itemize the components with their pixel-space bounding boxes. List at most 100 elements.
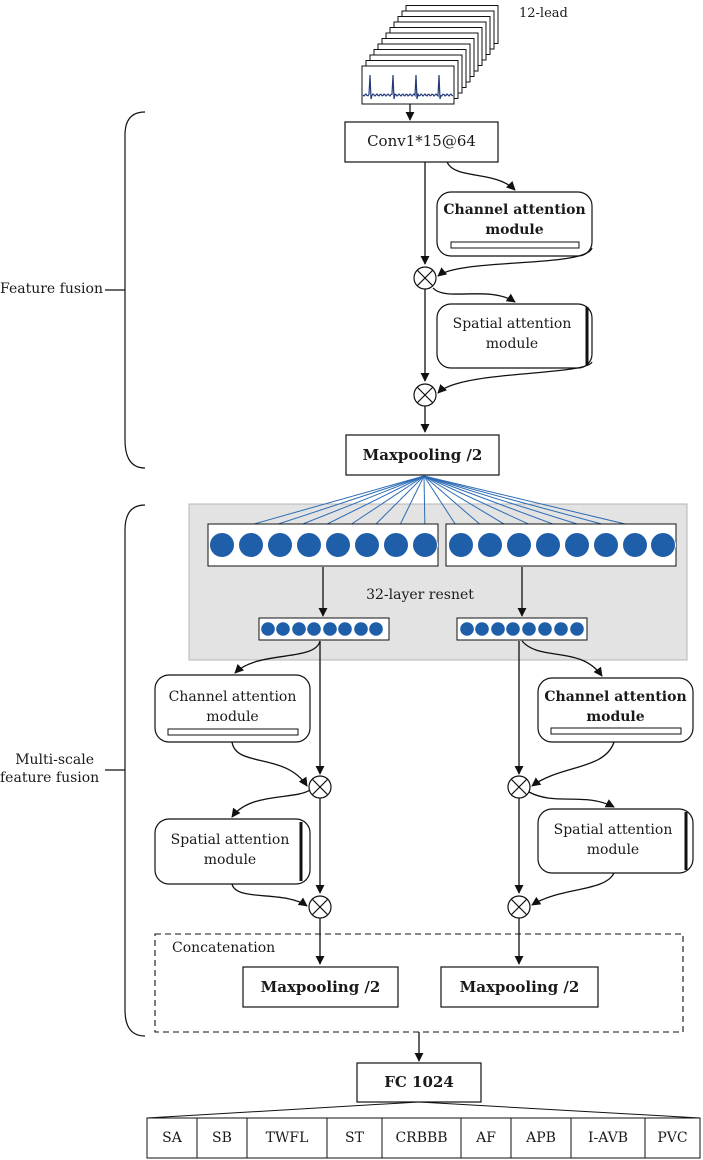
resnet-node xyxy=(593,532,619,558)
multi-scale-label-line2: feature fusion xyxy=(0,770,100,786)
resnet-small-node xyxy=(522,622,536,636)
class-label: SA xyxy=(162,1130,182,1146)
ecg-12-lead-stack xyxy=(361,5,499,105)
arrow-left-multiply-to-spatial xyxy=(231,789,311,818)
fc-label: FC 1024 xyxy=(384,1073,454,1091)
channel-attention-bar xyxy=(450,241,580,249)
right-maxpool-label: Maxpooling /2 xyxy=(459,978,580,996)
right-channel-attention-line2: module xyxy=(586,709,645,725)
right-multiply-node-1 xyxy=(507,775,531,799)
resnet-small-node xyxy=(354,622,368,636)
arrow-right-multiply-to-spatial xyxy=(528,791,615,808)
class-label: CRBBB xyxy=(395,1130,448,1146)
resnet-node xyxy=(354,532,380,558)
resnet-node xyxy=(238,532,264,558)
resnet-small-row-right xyxy=(456,617,588,641)
class-cell xyxy=(570,1117,646,1159)
resnet-small-node xyxy=(369,622,383,636)
resnet-small-node xyxy=(307,622,321,636)
resnet-nodes-small xyxy=(261,622,584,636)
arrow-multiply1-to-spatial-attention xyxy=(432,287,516,303)
arrow-left-channel-to-multiply xyxy=(231,741,308,787)
class-cell xyxy=(196,1117,248,1159)
fusion-spatial-attention-box xyxy=(436,303,593,369)
class-label: ST xyxy=(345,1130,364,1146)
conv-label: Conv1*15@64 xyxy=(367,132,476,150)
fc-box xyxy=(356,1062,482,1103)
left-maxpool-box xyxy=(242,966,399,1008)
left-channel-attention-line2: module xyxy=(206,709,259,725)
fusion-spatial-attention-line1: Spatial attention xyxy=(452,316,572,332)
maxpool-top-box xyxy=(345,434,500,476)
fusion-channel-attention-box xyxy=(436,191,593,257)
left-spatial-attention-line2: module xyxy=(203,852,257,868)
resnet-node xyxy=(564,532,590,558)
right-channel-attention-bar xyxy=(550,727,682,735)
right-spatial-attention-line1: Spatial attention xyxy=(553,822,673,838)
resnet-small-node xyxy=(506,622,520,636)
class-cell xyxy=(381,1117,462,1159)
fc-fan-right xyxy=(418,1101,701,1119)
resnet-small-node xyxy=(261,622,275,636)
resnet-small-node xyxy=(538,622,552,636)
resnet-small-node xyxy=(292,622,306,636)
left-channel-attention-bar xyxy=(167,728,299,736)
multiply-node-1 xyxy=(413,266,437,290)
fusion-spatial-attention-line2: module xyxy=(485,336,539,352)
resnet-small-node xyxy=(475,622,489,636)
class-label: TWFL xyxy=(265,1130,309,1146)
arrow-left-to-channel-attention xyxy=(234,640,321,674)
class-cell xyxy=(146,1117,198,1159)
fc-fan-left xyxy=(146,1101,420,1119)
arrow-right-to-channel-attention xyxy=(521,640,603,677)
resnet-small-node xyxy=(491,622,505,636)
resnet-small-node xyxy=(554,622,568,636)
multi-scale-label-line1: Multi-scale xyxy=(15,752,94,768)
right-spatial-attention-box xyxy=(537,808,694,874)
feature-fusion-bracket xyxy=(124,111,146,469)
resnet-node xyxy=(209,532,235,558)
resnet-small-node xyxy=(276,622,290,636)
resnet-node xyxy=(267,532,293,558)
right-channel-attention-box xyxy=(537,677,694,743)
fusion-channel-attention-line2: module xyxy=(485,222,544,238)
right-channel-attention-line1: Channel attention xyxy=(544,689,687,705)
resnet-node xyxy=(383,532,409,558)
class-label: AF xyxy=(476,1130,496,1146)
arrow-conv-to-channel-attention xyxy=(446,161,516,191)
class-label: PVC xyxy=(657,1130,688,1146)
resnet-node xyxy=(448,532,474,558)
arrow-spatial-attention-to-multiply2 xyxy=(437,361,593,394)
arrow-channel-attention-to-multiply1 xyxy=(437,247,593,277)
ecg-trace xyxy=(362,74,454,100)
resnet-small-node xyxy=(460,622,474,636)
class-label: APB xyxy=(526,1130,556,1146)
maxpool-top-label: Maxpooling /2 xyxy=(362,446,483,464)
concatenation-label: Concatenation xyxy=(172,940,276,956)
resnet-node xyxy=(477,532,503,558)
resnet-node xyxy=(412,532,438,558)
class-output-row xyxy=(146,1117,701,1159)
right-spatial-attention-line2: module xyxy=(586,842,640,858)
resnet-node xyxy=(506,532,532,558)
left-spatial-attention-line1: Spatial attention xyxy=(170,832,290,848)
resnet-node xyxy=(650,532,676,558)
conv-box xyxy=(344,121,499,163)
resnet-small-node xyxy=(338,622,352,636)
resnet-nodes-top xyxy=(209,532,676,558)
left-maxpool-label: Maxpooling /2 xyxy=(260,978,381,996)
resnet-node xyxy=(622,532,648,558)
fusion-channel-attention-line1: Channel attention xyxy=(443,202,586,218)
arrow-left-spatial-to-multiply xyxy=(231,883,308,907)
class-label: SB xyxy=(212,1130,232,1146)
resnet-node xyxy=(296,532,322,558)
class-cell xyxy=(246,1117,328,1159)
resnet-small-node xyxy=(570,622,584,636)
left-channel-attention-line1: Channel attention xyxy=(168,689,297,705)
feature-fusion-label: Feature fusion xyxy=(0,281,103,297)
resnet-small-node xyxy=(323,622,337,636)
arrow-right-spatial-to-multiply xyxy=(531,872,615,906)
left-multiply-node-2 xyxy=(308,895,332,919)
right-maxpool-box xyxy=(440,966,599,1008)
